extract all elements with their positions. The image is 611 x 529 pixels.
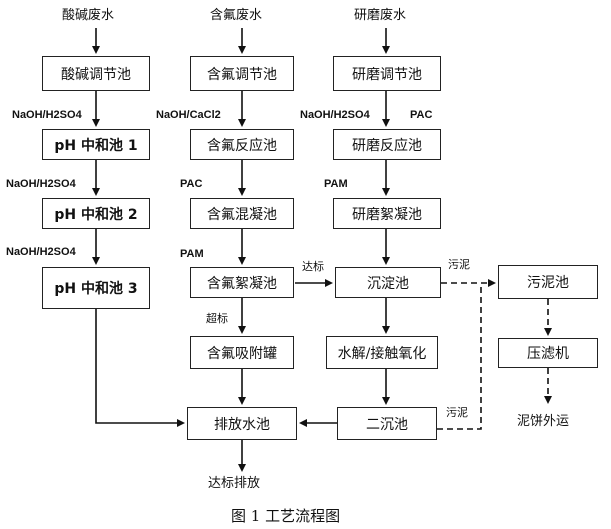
ph-tank-1: pH 中和池 1 (42, 129, 150, 160)
fluoride-adjust-tank: 含氟调节池 (190, 56, 294, 91)
fluoride-adsorb-tank: 含氟吸附罐 (190, 336, 294, 369)
fluoride-coag-tank: 含氟混凝池 (190, 198, 294, 229)
sludge-cake-out: 泥饼外运 (517, 414, 570, 429)
source-acid-alkali: 酸碱废水 (62, 8, 115, 23)
chem-label-3: NaOH/H2SO4 (6, 246, 76, 258)
source-grinding: 研磨废水 (354, 8, 407, 23)
ph-tank-3: pH 中和池 3 (42, 267, 150, 309)
sludge-label-top: 污泥 (448, 258, 470, 271)
grinding-react-tank: 研磨反应池 (333, 129, 441, 160)
sludge-label-bottom: 污泥 (446, 406, 468, 419)
filter-press: 压滤机 (498, 338, 598, 368)
over-standard-label: 超标 (206, 312, 228, 325)
chem-label-g2: PAM (324, 178, 348, 190)
chem-label-f3: PAM (180, 248, 204, 260)
secondary-settling-tank: 二沉池 (337, 407, 437, 440)
final-discharge-label: 达标排放 (208, 476, 261, 491)
ph-tank-2: pH 中和池 2 (42, 198, 150, 229)
hydrolysis-oxidation-tank: 水解/接触氧化 (326, 336, 438, 369)
fluoride-react-tank: 含氟反应池 (190, 129, 294, 160)
settling-tank: 沉淀池 (335, 267, 441, 298)
meet-standard-label: 达标 (302, 260, 324, 273)
grinding-adjust-tank: 研磨调节池 (333, 56, 441, 91)
chem-label-g1b: PAC (410, 109, 433, 121)
fluoride-floc-tank: 含氟絮凝池 (190, 267, 294, 298)
line-second-sludge (437, 283, 482, 430)
chem-label-2: NaOH/H2SO4 (6, 178, 76, 190)
grinding-floc-tank: 研磨絮凝池 (333, 198, 441, 229)
chem-label-f2: PAC (180, 178, 203, 190)
discharge-tank: 排放水池 (187, 407, 297, 440)
acid-adjust-tank: 酸碱调节池 (42, 56, 150, 91)
source-fluoride: 含氟废水 (210, 8, 263, 23)
arrow-ph3-discharge (95, 309, 185, 427)
chem-label-g1a: NaOH/H2SO4 (300, 109, 370, 121)
chem-label-f1: NaOH/CaCl2 (156, 109, 221, 121)
chem-label-1: NaOH/H2SO4 (12, 109, 82, 121)
figure-caption: 图 1 工艺流程图 (231, 507, 341, 525)
sludge-tank: 污泥池 (498, 265, 598, 299)
